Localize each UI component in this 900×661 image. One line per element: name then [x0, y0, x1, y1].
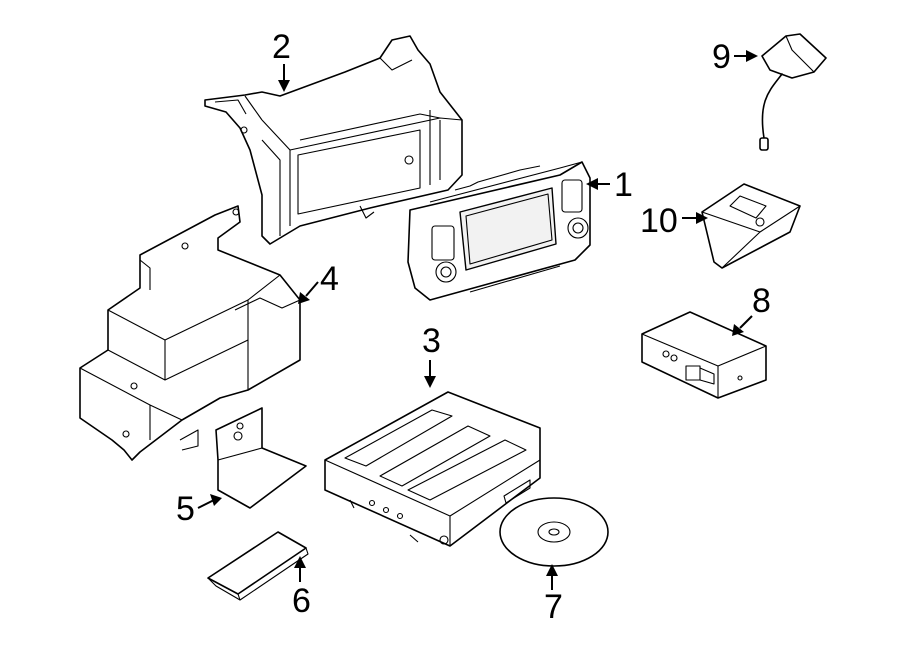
- callout-9: 9: [712, 38, 758, 76]
- part-4-housing-bracket: [79, 205, 301, 461]
- part-9-antenna: [759, 33, 827, 151]
- callout-number-2: 2: [272, 28, 291, 66]
- callout-number-10: 10: [640, 202, 678, 240]
- part-7-disc: [499, 497, 609, 567]
- callout-5: 5: [176, 490, 222, 528]
- part-2-mounting-frame: [204, 35, 463, 245]
- callout-number-8: 8: [752, 282, 771, 320]
- callout-number-5: 5: [176, 490, 195, 528]
- part-8-control-module: [641, 311, 767, 399]
- part-1-display-unit: [407, 161, 591, 301]
- part-6-cover-bracket: [207, 531, 309, 601]
- callout-number-3: 3: [422, 322, 441, 360]
- callout-6: 6: [292, 556, 311, 620]
- callout-3: 3: [422, 322, 441, 388]
- callout-1: 1: [586, 166, 633, 204]
- callout-number-7: 7: [544, 588, 563, 626]
- callout-4: 4: [298, 260, 339, 304]
- part-5-bracket: [215, 407, 307, 509]
- callout-7: 7: [544, 564, 563, 626]
- callout-10: 10: [640, 202, 708, 240]
- callout-number-9: 9: [712, 38, 731, 76]
- callout-number-6: 6: [292, 582, 311, 620]
- callout-2: 2: [272, 28, 291, 92]
- callout-number-4: 4: [320, 260, 339, 298]
- callout-number-1: 1: [614, 166, 633, 204]
- part-3-media-module: [324, 391, 541, 547]
- callout-8: 8: [732, 282, 771, 336]
- part-10-module: [701, 183, 801, 269]
